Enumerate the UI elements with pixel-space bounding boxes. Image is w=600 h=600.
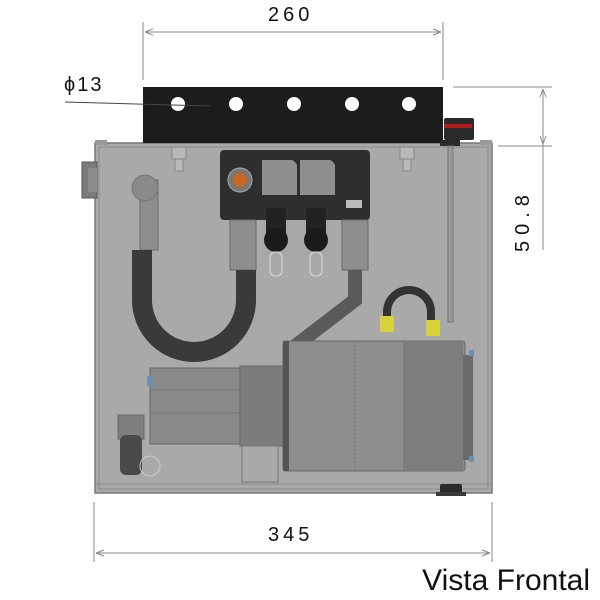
dimension-top-label: 260	[268, 4, 314, 26]
hole-leader-line	[64, 101, 211, 107]
cable-loop	[380, 286, 440, 336]
dimension-right	[453, 86, 552, 250]
level-indicator	[447, 145, 454, 323]
hole-diameter-label: ϕ13	[64, 74, 104, 96]
pump-base	[241, 445, 279, 483]
drain-plug	[436, 484, 466, 496]
dimension-right-label: 50.8	[512, 189, 534, 252]
electric-motor	[282, 340, 474, 472]
side-fitting-left	[81, 161, 98, 199]
mounting-hole	[345, 97, 359, 111]
mounting-bracket	[143, 87, 443, 143]
valve-block	[220, 150, 370, 220]
dimension-bottom	[93, 502, 493, 562]
suction-elbow	[117, 414, 161, 477]
bolts	[171, 146, 415, 172]
pressure-pipe	[285, 270, 362, 356]
view-title: Vista Frontal	[422, 564, 590, 597]
mounting-hole	[229, 97, 243, 111]
hydraulic-pump	[147, 365, 287, 447]
dimension-top	[142, 22, 444, 80]
mounting-hole	[402, 97, 416, 111]
solenoid-coils	[264, 208, 328, 277]
mounting-hole	[287, 97, 301, 111]
filler-cap	[440, 118, 474, 146]
suction-fitting	[131, 174, 159, 202]
valve-indicator-icon	[233, 173, 247, 187]
dimension-bottom-label: 345	[268, 524, 314, 546]
mounting-hole	[171, 97, 185, 111]
hydraulic-hose	[132, 250, 256, 362]
